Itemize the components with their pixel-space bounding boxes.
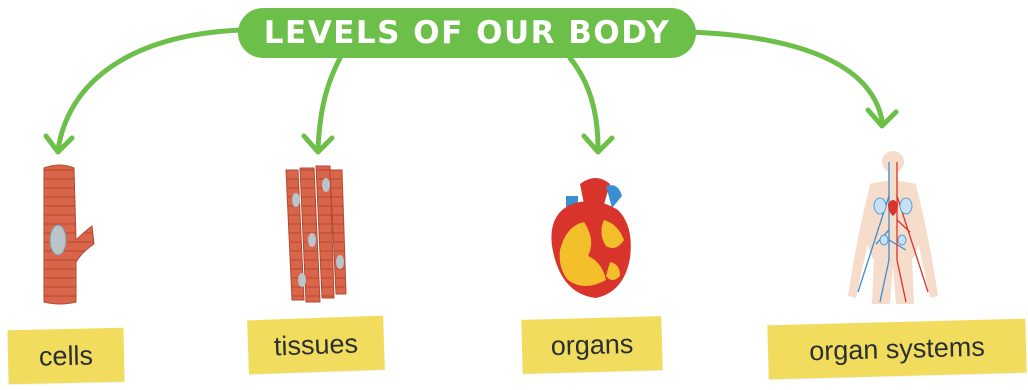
arrow-to-cells bbox=[58, 30, 246, 150]
circulatory-system-icon bbox=[848, 151, 938, 304]
level-label-organ-systems: organ systems bbox=[767, 319, 1026, 380]
level-label-organs: organs bbox=[521, 316, 662, 374]
muscle-cell-icon bbox=[44, 165, 94, 304]
arrow-to-tissues bbox=[318, 58, 340, 148]
heart-icon bbox=[551, 178, 630, 298]
level-label-tissues: tissues bbox=[247, 316, 385, 375]
diagram-title: LEVELS OF OUR BODY bbox=[238, 8, 696, 58]
level-label-cells: cells bbox=[7, 328, 124, 384]
muscle-tissue-icon bbox=[286, 166, 346, 302]
arrow-to-organ-systems bbox=[690, 32, 882, 120]
